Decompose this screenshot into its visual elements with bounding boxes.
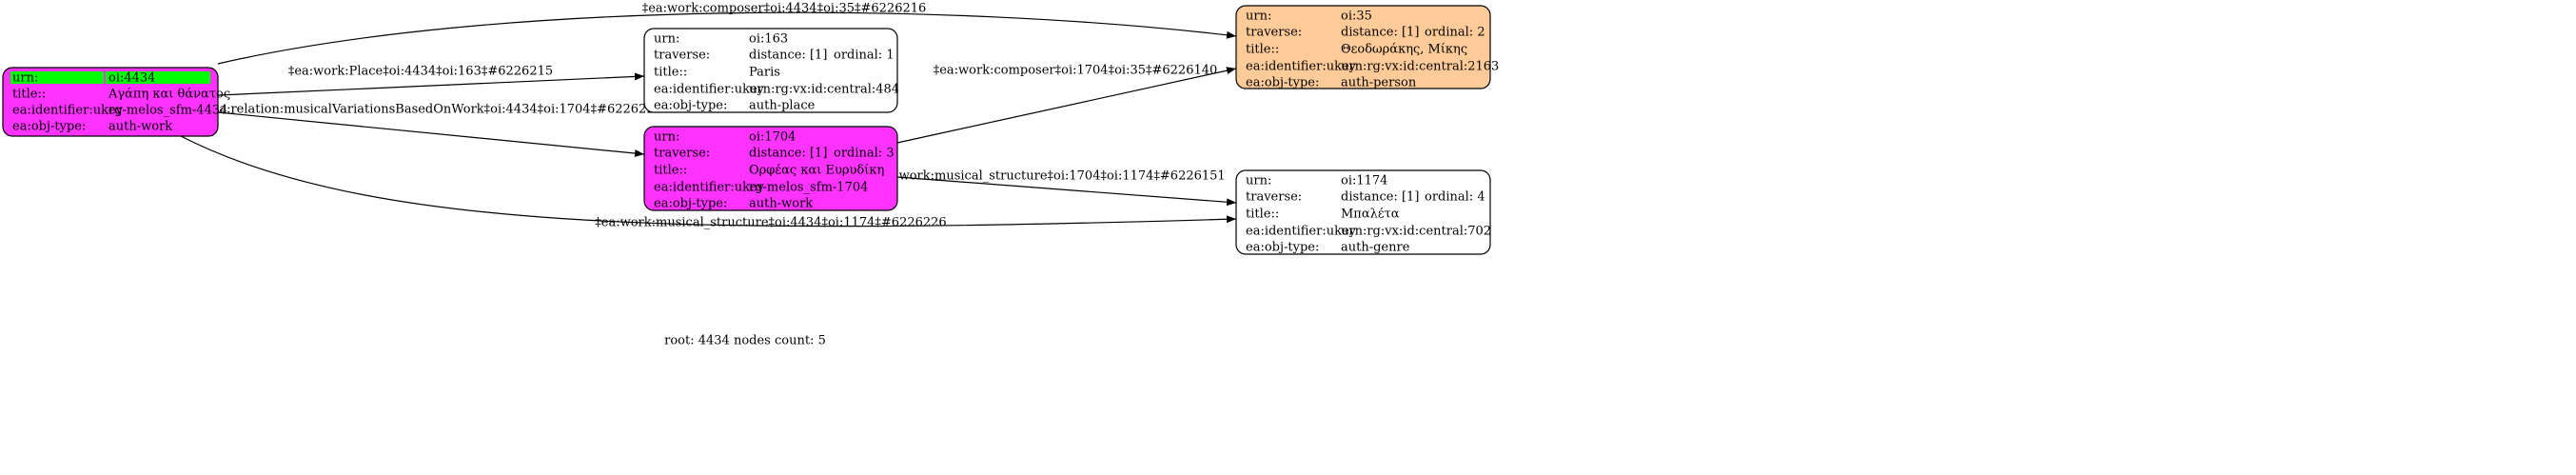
field-value: oi:4434 <box>108 71 155 86</box>
edge-composer-1704-35 <box>896 67 1237 144</box>
node-oi-4434[interactable]: urn: oi:4434 title:: Αγάπη και θάνατος e… <box>2 67 230 137</box>
edge-label: ‡ea:work:musical_structure‡oi:1704‡oi:11… <box>874 169 1225 184</box>
field-value: oi:163 <box>749 32 788 47</box>
field-key: title:: <box>1246 43 1279 57</box>
field-value: Αγάπη και θάνατος <box>108 88 230 102</box>
edge-label: ‡ea:work:composer‡oi:4434‡oi:35‡#6226216 <box>642 2 927 16</box>
edge-label: ‡ea:work:musical_structure‡oi:4434‡oi:11… <box>595 216 946 230</box>
field-key: urn: <box>12 71 38 86</box>
field-value: Paris <box>749 66 780 80</box>
field-key: ea:obj-type: <box>654 99 727 113</box>
node-oi-1174[interactable]: urn: oi:1174 traverse: distance: [1] ord… <box>1235 169 1491 255</box>
edge-label: ‡ea:relation:musicalVariationsBasedOnWor… <box>206 103 662 117</box>
field-key: title:: <box>12 88 46 102</box>
node-oi-163[interactable]: urn: oi:163 traverse: distance: [1] ordi… <box>643 28 899 113</box>
edge-place-4434-163 <box>217 72 645 96</box>
field-value: auth-work <box>108 120 172 134</box>
field-key: urn: <box>1246 174 1271 188</box>
field-ordinal: ordinal: 3 <box>834 147 895 161</box>
field-value: auth-place <box>749 99 816 113</box>
field-ordinal: ordinal: 1 <box>834 49 895 63</box>
field-value: distance: [1] <box>749 147 827 161</box>
field-key: ea:obj-type: <box>12 120 86 134</box>
field-key: ea:obj-type: <box>1246 241 1319 255</box>
field-key: urn: <box>654 130 679 145</box>
field-ordinal: ordinal: 4 <box>1425 190 1485 205</box>
field-key: ea:obj-type: <box>1246 76 1319 90</box>
node-oi-35[interactable]: urn: oi:35 traverse: distance: [1] ordin… <box>1235 5 1499 90</box>
field-value: urn:rg:vx:id:central:484 <box>749 83 899 97</box>
field-key: ea:identifier:ukey <box>654 83 765 97</box>
edge-composer-4434-35 <box>217 11 1237 65</box>
field-value: auth-work <box>749 197 813 211</box>
edge-variations-4434-1704 <box>217 111 645 158</box>
field-value: Ορφέας και Ευρυδίκη <box>749 164 884 178</box>
field-key: traverse: <box>654 147 710 161</box>
graph-footer: root: 4434 nodes count: 5 <box>664 334 826 348</box>
field-value: rg-melos_sfm-1704 <box>749 181 868 195</box>
field-key: title:: <box>1246 208 1279 222</box>
field-value: oi:1174 <box>1341 174 1387 188</box>
field-value: auth-person <box>1341 76 1417 90</box>
field-key: urn: <box>1246 10 1271 24</box>
field-value: rg-melos_sfm-4434 <box>108 104 227 118</box>
root-highlight <box>10 71 104 84</box>
field-key: ea:identifier:ukey <box>1246 60 1357 74</box>
edge-structure-4434-1174 <box>180 135 1237 228</box>
field-key: title:: <box>654 164 687 178</box>
field-value: distance: [1] <box>749 49 827 63</box>
field-value: oi:1704 <box>749 130 796 145</box>
field-key: ea:identifier:ukey <box>12 104 124 118</box>
field-key: ea:identifier:ukey <box>1246 225 1357 239</box>
field-value: oi:35 <box>1341 10 1372 24</box>
field-value: urn:rg:vx:id:central:702 <box>1341 225 1491 239</box>
edge-label: ‡ea:work:Place‡oi:4434‡oi:163‡#6226215 <box>288 65 553 79</box>
field-key: traverse: <box>1246 190 1302 205</box>
field-key: traverse: <box>1246 26 1302 40</box>
root-highlight <box>106 71 210 84</box>
field-key: ea:obj-type: <box>654 197 727 211</box>
field-value: distance: [1] <box>1341 26 1419 40</box>
field-value: auth-genre <box>1341 241 1410 255</box>
field-ordinal: ordinal: 2 <box>1425 26 1485 40</box>
node-oi-1704[interactable]: urn: oi:1704 traverse: distance: [1] ord… <box>643 126 898 211</box>
field-key: ea:identifier:ukey <box>654 181 765 195</box>
field-value: Μπαλέτα <box>1341 208 1400 222</box>
field-key: traverse: <box>654 49 710 63</box>
field-value: Θεοδωράκης, Μίκης <box>1341 43 1467 57</box>
field-value: urn:rg:vx:id:central:2163 <box>1341 60 1499 74</box>
field-key: urn: <box>654 32 679 47</box>
field-key: title:: <box>654 66 687 80</box>
field-value: distance: [1] <box>1341 190 1419 205</box>
edge-label: ‡ea:work:composer‡oi:1704‡oi:35‡#6226140 <box>934 64 1218 78</box>
edge-structure-1704-1174 <box>896 176 1237 207</box>
